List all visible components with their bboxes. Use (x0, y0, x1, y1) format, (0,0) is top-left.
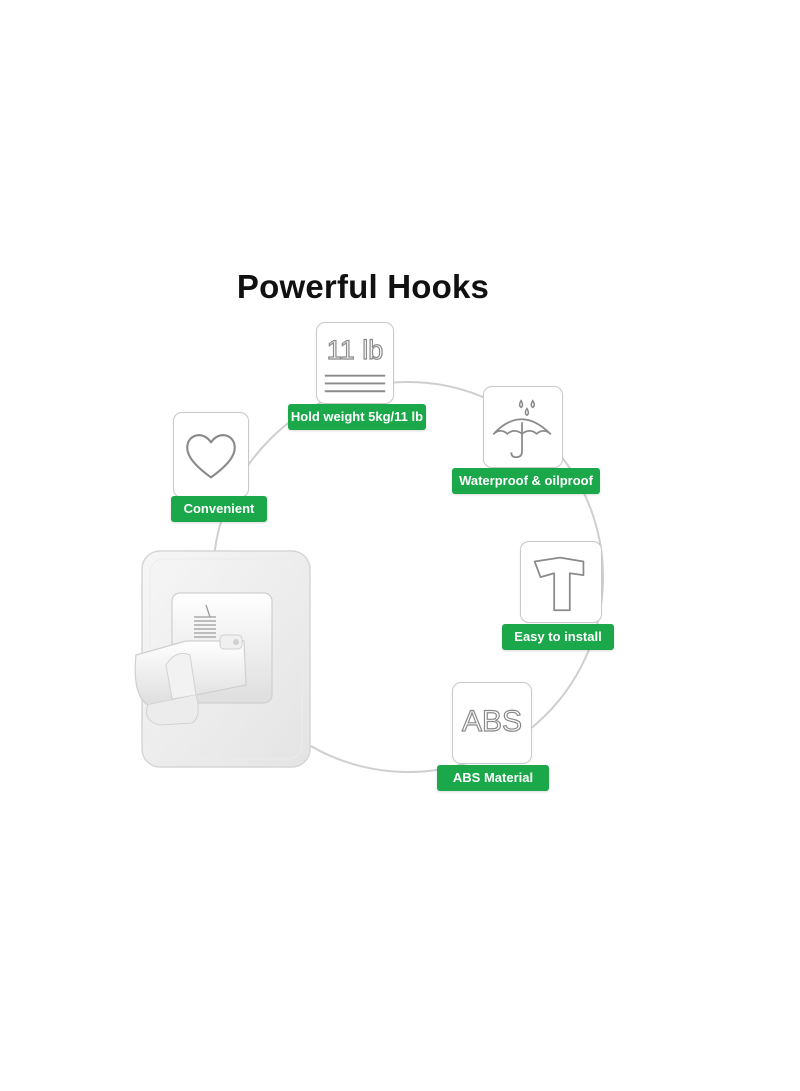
weight-badge: Hold weight 5kg/11 lb (288, 404, 426, 430)
page-title: Powerful Hooks (236, 268, 490, 305)
heart-icon (186, 434, 236, 479)
hook-product-image (134, 550, 311, 768)
weight-icon-text: 11 lb (326, 334, 384, 365)
material-card: ABS (452, 682, 532, 764)
waterproof-card (483, 386, 563, 468)
abs-icon: ABS (461, 704, 523, 738)
convenient-badge: Convenient (171, 496, 267, 522)
weight-scale-icon (324, 374, 386, 393)
install-badge: Easy to install (502, 624, 614, 650)
convenient-card (173, 412, 249, 498)
install-card (520, 541, 602, 623)
material-badge: ABS Material (437, 765, 549, 791)
hammer-icon (533, 556, 585, 612)
umbrella-icon (492, 399, 552, 459)
waterproof-badge: Waterproof & oilproof (452, 468, 600, 494)
weight-card: 11 lb (316, 322, 394, 404)
